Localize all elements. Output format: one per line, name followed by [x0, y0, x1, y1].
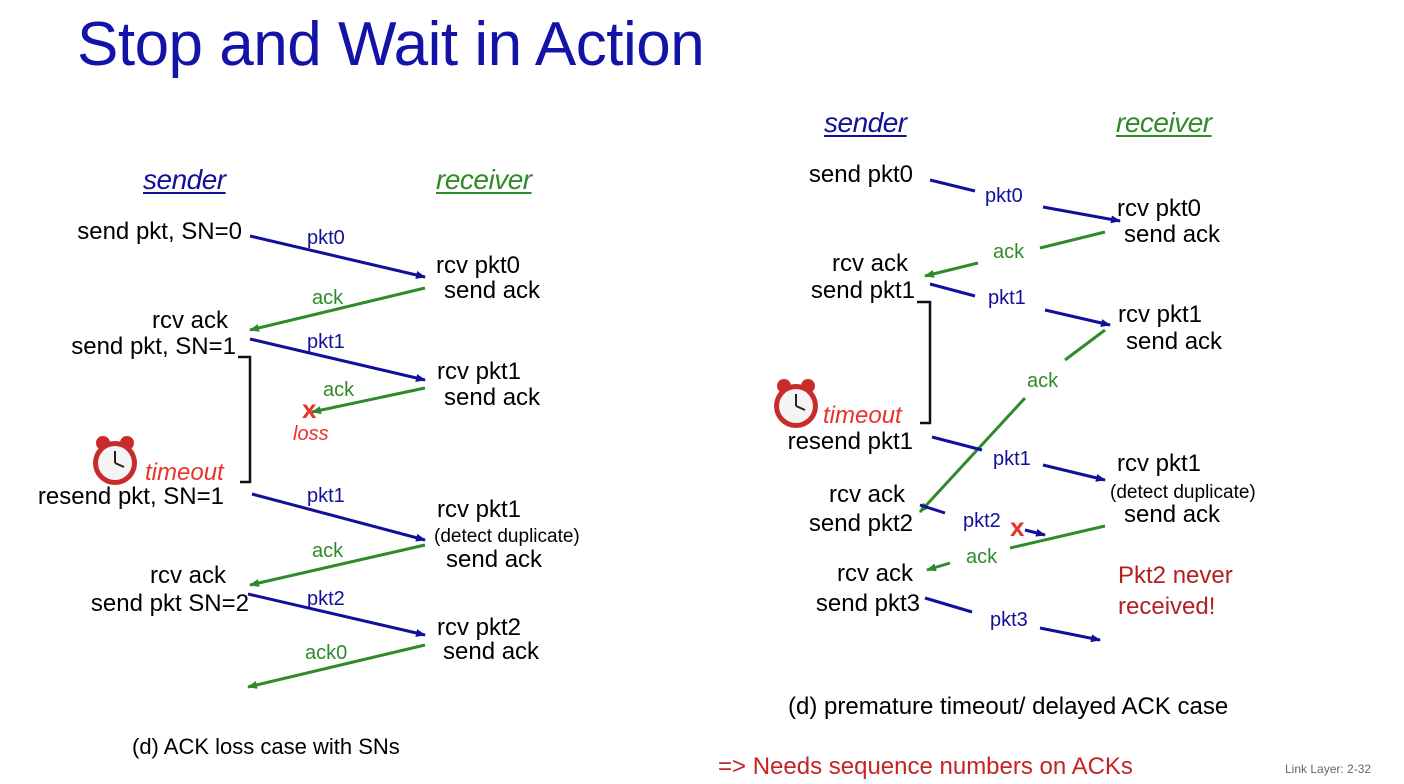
- arrow-pkt2: [247, 592, 426, 637]
- receiver-note: (detect duplicate): [434, 526, 580, 547]
- message-label: pkt1: [307, 485, 345, 507]
- arrow-ack-dup-b: [926, 561, 951, 572]
- receiver-event: rcv pkt0: [1117, 195, 1202, 222]
- timeout-label: timeout: [145, 459, 224, 486]
- conclusion: => Needs sequence numbers on ACKs: [718, 753, 1133, 780]
- message-label: pkt1: [307, 331, 345, 353]
- receiver-event: send ack: [1124, 501, 1221, 528]
- arrow-delayed-ack-a: [1064, 328, 1106, 362]
- message-label: pkt3: [990, 609, 1028, 631]
- arrow-pkt0-a: [929, 178, 976, 193]
- message-label: ack: [312, 287, 344, 309]
- arrow-pkt3-a: [924, 596, 973, 614]
- arrow-pkt1-a: [929, 282, 976, 298]
- caption: (d) premature timeout/ delayed ACK case: [788, 693, 1229, 720]
- message-label: ack: [1027, 370, 1059, 392]
- receiver-header: receiver: [1116, 107, 1212, 138]
- note-line: Pkt2 never: [1118, 562, 1233, 589]
- sender-header: sender: [824, 107, 907, 138]
- slide-footer: Link Layer: 2-32: [1285, 762, 1372, 776]
- message-label: ack: [993, 241, 1025, 263]
- message-label: pkt2: [307, 588, 345, 610]
- timeout-label: timeout: [823, 402, 902, 429]
- arrow-pkt0: [249, 234, 426, 279]
- arrow-pkt1: [249, 337, 426, 382]
- sender-event: send pkt3: [815, 590, 920, 617]
- caption: (d) ACK loss case with SNs: [132, 734, 400, 759]
- arrow-ack0: [247, 643, 426, 689]
- sender-event: rcv ack: [836, 560, 913, 587]
- message-label: pkt1: [988, 287, 1026, 309]
- receiver-event: rcv pkt0: [436, 252, 521, 279]
- note-line: received!: [1118, 593, 1216, 620]
- arrow-delayed-ack-b: [918, 396, 1027, 514]
- receiver-event: send ack: [443, 638, 540, 665]
- receiver-event: rcv pkt1: [437, 496, 522, 523]
- sender-event: resend pkt1: [787, 428, 913, 455]
- alarm-clock-icon: [774, 379, 818, 428]
- arrow-ack-dup-a: [1009, 524, 1106, 550]
- message-label: ack: [966, 546, 998, 568]
- message-label: pkt0: [985, 185, 1023, 207]
- message-label: pkt0: [307, 227, 345, 249]
- arrow-ack-a: [1039, 230, 1106, 250]
- arrow-ack-lost: [311, 386, 426, 415]
- timeout-bracket: [238, 355, 252, 484]
- loss-x-icon: x: [302, 394, 317, 424]
- sender-event: send pkt, SN=1: [71, 333, 236, 360]
- receiver-header: receiver: [436, 164, 532, 195]
- sender-event: send pkt0: [808, 161, 913, 188]
- arrow-pkt0-b: [1042, 205, 1121, 224]
- arrow-pkt3-b: [1039, 626, 1101, 643]
- message-label: ack0: [305, 642, 348, 664]
- receiver-event: rcv pkt1: [437, 358, 522, 385]
- arrow-pkt1-b: [1044, 308, 1111, 327]
- receiver-event: send ack: [444, 277, 541, 304]
- alarm-clock-icon: [93, 436, 137, 485]
- timeout-bracket: [917, 300, 932, 425]
- receiver-event: send ack: [1126, 328, 1223, 355]
- sender-event: send pkt SN=2: [90, 590, 249, 617]
- arrow-pkt1-resend: [251, 492, 426, 542]
- message-label: pkt2: [963, 510, 1001, 532]
- loss-label: loss: [293, 423, 329, 445]
- message-label: ack: [312, 540, 344, 562]
- arrow-pkt2-b: [1024, 528, 1046, 537]
- receiver-note: (detect duplicate): [1110, 482, 1256, 503]
- receiver-event: send ack: [444, 384, 541, 411]
- receiver-event: rcv pkt1: [1118, 301, 1203, 328]
- sender-event: rcv ack: [151, 307, 228, 334]
- sender-event: rcv ack: [828, 481, 905, 508]
- sender-event: send pkt1: [810, 277, 915, 304]
- slide-title: Stop and Wait in Action: [77, 10, 705, 79]
- message-label: pkt1: [993, 448, 1031, 470]
- receiver-event: send ack: [446, 546, 543, 573]
- arrow-ack: [249, 543, 426, 587]
- arrow-pkt1-resend-b: [1042, 463, 1106, 482]
- receiver-event: rcv pkt2: [437, 614, 522, 641]
- sender-event: send pkt2: [808, 510, 913, 537]
- arrow-ack-b: [924, 261, 979, 278]
- sender-event: resend pkt, SN=1: [37, 483, 224, 510]
- arrow-ack: [249, 286, 426, 332]
- receiver-event: send ack: [1124, 221, 1221, 248]
- receiver-event: rcv pkt1: [1117, 450, 1202, 477]
- sender-event: rcv ack: [149, 562, 226, 589]
- loss-x-icon: x: [1010, 512, 1025, 542]
- sender-event: send pkt, SN=0: [77, 218, 242, 245]
- sender-event: rcv ack: [831, 250, 908, 277]
- message-label: ack: [323, 379, 355, 401]
- arrow-pkt1-resend-a: [931, 435, 983, 452]
- sender-header: sender: [143, 164, 226, 195]
- arrow-pkt2-a: [919, 503, 946, 515]
